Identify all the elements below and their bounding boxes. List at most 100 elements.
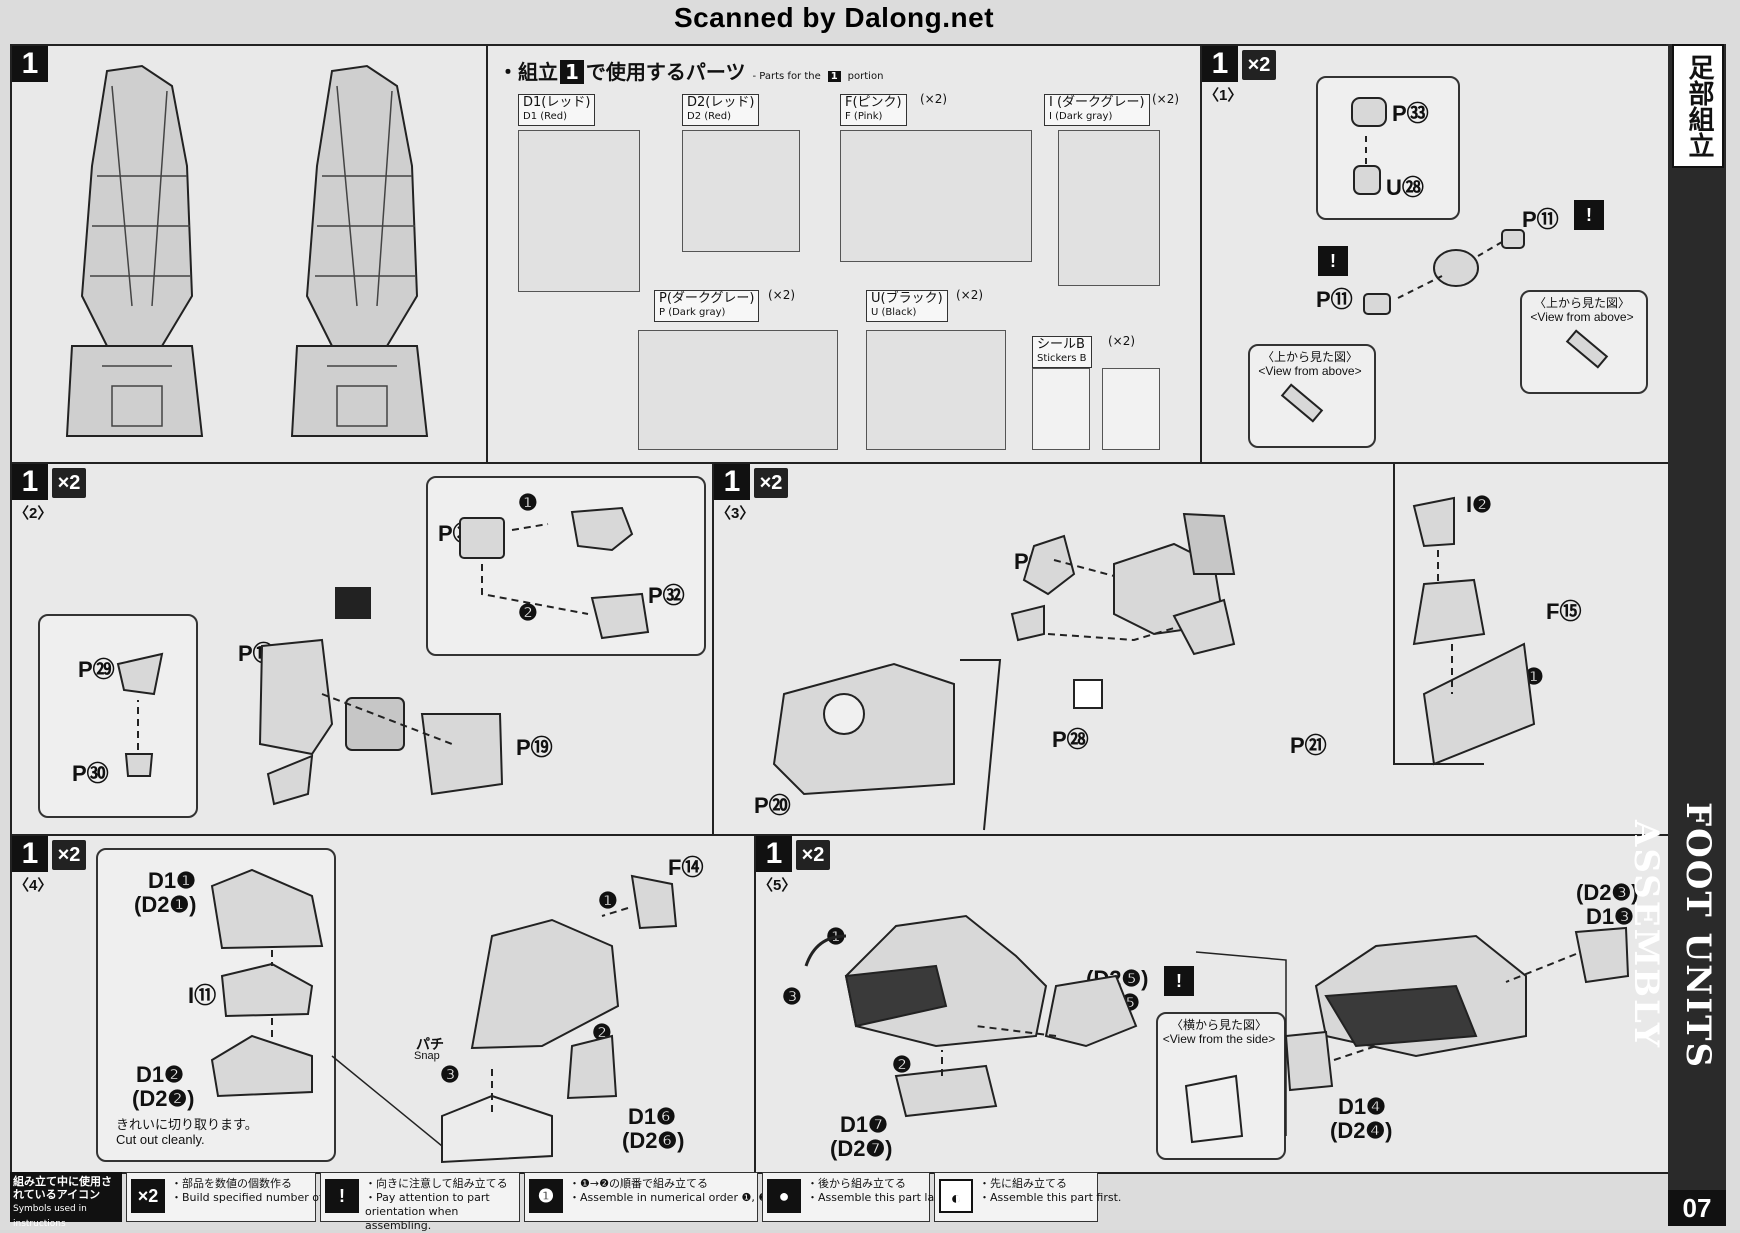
parts-title-en-step: 1 — [827, 71, 841, 82]
cut-note-jp: きれいに切り取ります。 — [116, 1117, 258, 1132]
x2-badge: ×2 — [754, 468, 788, 498]
sticker-sheet-2 — [1102, 368, 1160, 450]
parts-title-en-a: - Parts for the — [752, 71, 821, 82]
legend-title: 組み立て中に使用されているアイコン Symbols used in instru… — [10, 1172, 122, 1229]
order-marker-2: ❷ — [892, 1052, 912, 1077]
caution-icon: ! — [1574, 200, 1604, 230]
step-number: 1 — [12, 464, 48, 500]
part-label-d2-4: (D2❹) — [1330, 1118, 1393, 1143]
runner-qty-p: (×2) — [768, 288, 796, 302]
legend-item-first: ◐ ・先に組み立てる・Assemble this part first. — [934, 1172, 1121, 1222]
legend-item-caution: ! ・向きに注意して組み立てる・Pay attention to part or… — [320, 1172, 520, 1232]
legend-item-later: ● ・後から組み立てる・Assemble this part later. — [762, 1172, 952, 1222]
step-number: 1 — [1202, 46, 1238, 82]
runner-qty-i: (×2) — [1152, 92, 1180, 106]
part-label-p33: P㉝ — [1392, 101, 1429, 126]
part-label-d2-2: (D2❷) — [132, 1086, 195, 1111]
callout-bubble — [426, 476, 706, 656]
part-label-d1-4: D1❹ — [1338, 1094, 1386, 1119]
substep-label: 〈3〉 — [716, 505, 755, 522]
part-label-i2: I❷ — [1466, 492, 1492, 517]
substep-4-panel: 1 ×2 〈4〉 D1❶ (D2❶) I⑪ D1❷ (D2❷) きれいに切り取り… — [10, 834, 756, 1174]
legend-en: ・Pay attention to part orientation when … — [365, 1191, 490, 1232]
overview-panel: 1 — [10, 44, 488, 464]
legend-title-en: Symbols used in instructions — [13, 1204, 87, 1229]
part-label-u28: U㉘ — [1386, 175, 1424, 200]
view-above-box-left — [1248, 344, 1376, 448]
legend-jp: ・後から組み立てる — [807, 1177, 906, 1190]
part-label-p28: P㉘ — [1052, 727, 1089, 752]
part-label-p20-detail: P⑳ — [754, 793, 791, 818]
runner-label-d2: D2(レッド)D2 (Red) — [682, 94, 760, 126]
legend-en: ・Assemble this part first. — [979, 1191, 1122, 1204]
x2-icon: ×2 — [131, 1179, 165, 1213]
snap-label-jp: パチ — [416, 1036, 444, 1052]
legend-jp: ・❶→❷の順番で組み立てる — [569, 1177, 708, 1190]
view-above-jp-left: 〈上から見た図〉 — [1261, 350, 1358, 364]
part-label-p11-left: P⑪ — [1316, 287, 1353, 312]
runner-d1 — [518, 130, 640, 292]
part-label-d1-6: D1❻ — [628, 1104, 676, 1129]
part-label-p30: P㉚ — [72, 761, 109, 786]
snap-label-en: Snap — [414, 1050, 440, 1062]
substep-label: 〈5〉 — [758, 877, 797, 894]
part-label-p19: P⑲ — [516, 735, 553, 760]
parts-title-en-b: portion — [847, 71, 884, 82]
parts-title-jp-b: で使用するパーツ — [585, 60, 746, 84]
legend-en: ・Assemble this part later. — [807, 1191, 953, 1204]
sidebar-title-jp: 足部組立 — [1672, 44, 1724, 168]
substep-5-panel: 1 ×2 〈5〉 (D2❺) ! D1❺ D1❼ (D2❼) (D2❸) D1❸… — [754, 834, 1670, 1174]
cut-note-en: Cut out cleanly. — [116, 1132, 205, 1147]
substep-label: 〈2〉 — [14, 505, 53, 522]
runner-qty-f: (×2) — [920, 92, 948, 106]
part-label-p21: P㉑ — [1290, 733, 1327, 758]
substep-label: 〈1〉 — [1204, 87, 1243, 104]
part-label-d2-3: (D2❸) — [1576, 880, 1639, 905]
assemble-first-icon: ◐ — [939, 1179, 973, 1213]
step-number: 1 — [12, 836, 48, 872]
runner-qty-stickers: (×2) — [1108, 334, 1136, 348]
substep-3-illustration — [772, 464, 1536, 831]
order-marker-1: ❶ — [598, 888, 618, 913]
runner-i — [1058, 130, 1160, 286]
view-above-jp-right: 〈上から見た図〉 — [1533, 296, 1630, 310]
legend-item-order: ❶ ・❶→❷の順番で組み立てる・Assemble in numerical or… — [524, 1172, 779, 1222]
runner-f — [840, 130, 1032, 262]
caution-icon: ! — [325, 1179, 359, 1213]
order-marker-1: ❶ — [518, 490, 538, 515]
part-label-p29: P㉙ — [78, 657, 115, 682]
view-side-en: <View from the side> — [1162, 1032, 1276, 1046]
substep-1-panel: 1 ×2 〈1〉 P㉝ U㉘ P⑪ P⑪ ! ! 〈上から見た図〉 <View … — [1200, 44, 1670, 464]
part-label-d2-6: (D2❻) — [622, 1128, 685, 1153]
legend-jp: ・向きに注意して組み立てる — [365, 1177, 508, 1190]
view-above-en-right: <View from above> — [1530, 310, 1634, 324]
part-label-d1-7: D1❼ — [840, 1112, 888, 1137]
substep-4-illustration — [210, 868, 678, 1164]
x2-badge: ×2 — [52, 468, 86, 498]
caution-icon: ! — [1318, 246, 1348, 276]
x2-badge: ×2 — [1242, 50, 1276, 80]
page-number: 07 — [1668, 1190, 1726, 1226]
legend-item-x2: ×2 ・部品を数値の個数作る・Build specified number of… — [126, 1172, 358, 1222]
sticker-sheet-1 — [1032, 368, 1090, 450]
parts-title-jp-a: ・組立 — [498, 60, 558, 84]
watermark: Scanned by Dalong.net — [673, 2, 995, 33]
runner-label-u: U(ブラック)U (Black) — [866, 290, 948, 322]
view-side-jp: 〈横から見た図〉 — [1170, 1018, 1267, 1032]
icon-legend: 組み立て中に使用されているアイコン Symbols used in instru… — [10, 1172, 1665, 1232]
step-number: 1 — [12, 46, 48, 82]
substep-1-illustration — [1280, 97, 1609, 423]
x2-badge: ×2 — [796, 840, 830, 870]
runner-p — [638, 330, 838, 450]
order-icon: ❶ — [529, 1179, 563, 1213]
runner-label-p: P(ダークグレー)P (Dark gray) — [654, 290, 760, 322]
x2-badge: ×2 — [52, 840, 86, 870]
order-marker-3: ❸ — [440, 1062, 460, 1087]
part-label-f14: F⑭ — [668, 855, 704, 880]
callout-bubble — [1316, 76, 1460, 220]
part-label-f15: F⑮ — [1546, 599, 1582, 624]
part-label-p11-right: P⑪ — [1522, 207, 1559, 232]
substep-2-illustration — [116, 506, 650, 806]
